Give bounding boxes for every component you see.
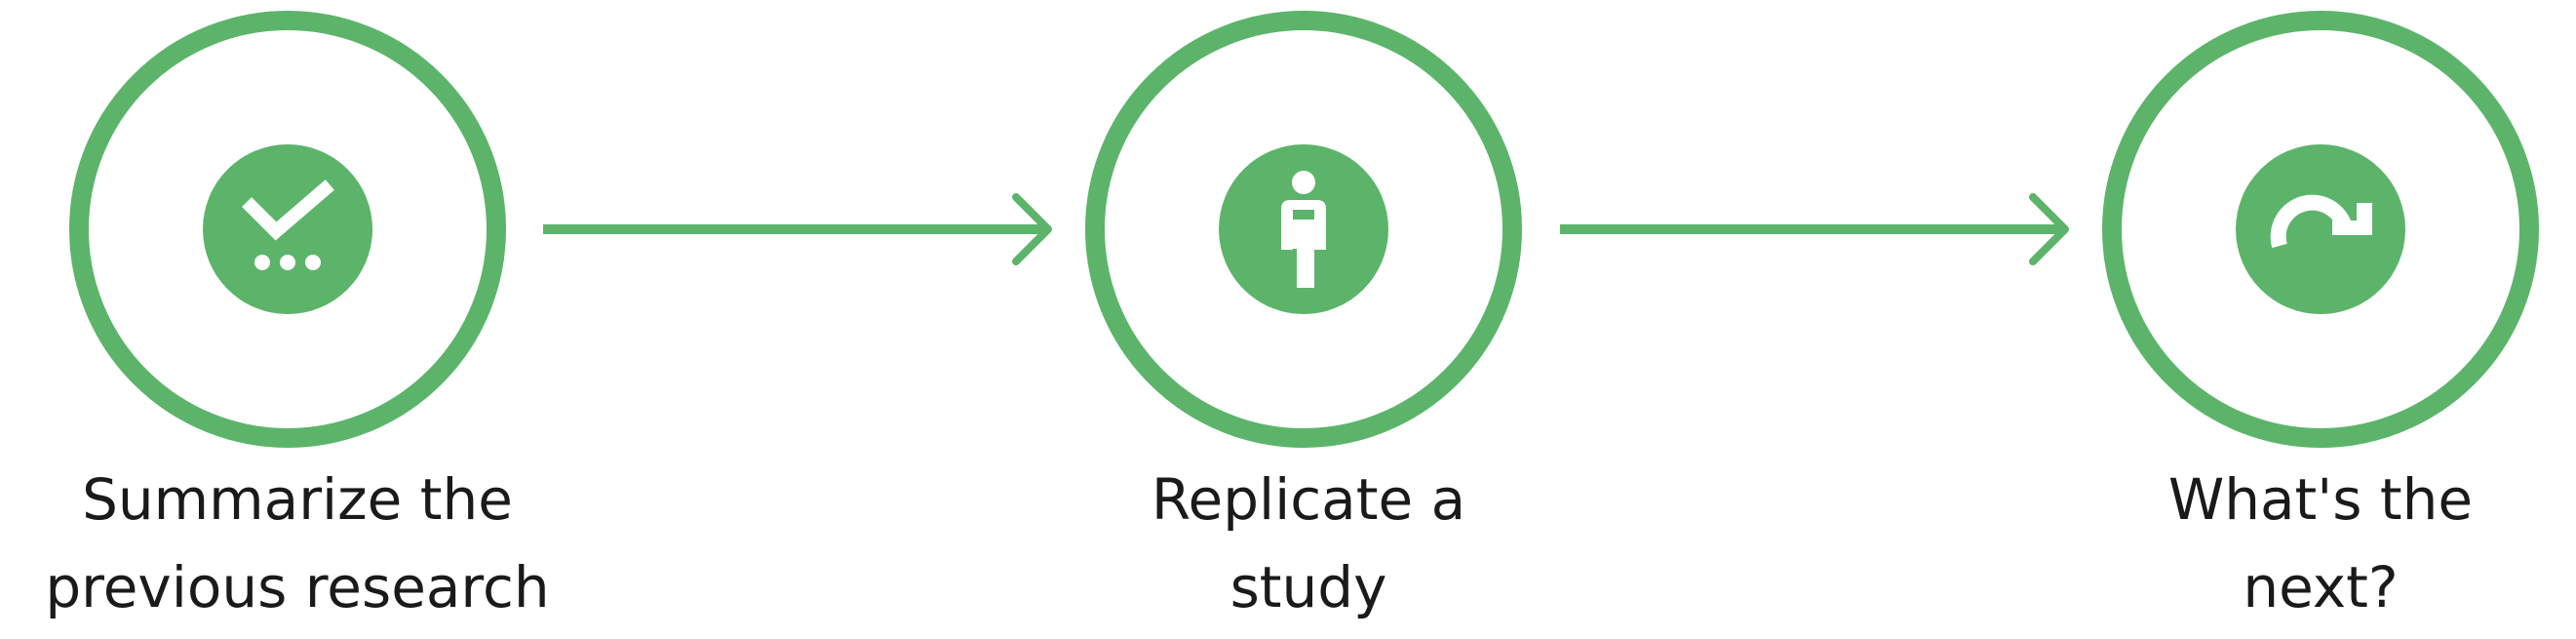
connector-arrow-1 <box>543 193 1052 265</box>
connector-arrow-2 <box>1560 193 2069 265</box>
step-3-outer-ring <box>2102 11 2539 448</box>
step-3-label-line-1: What's the <box>2167 466 2474 533</box>
step-3-label-line-2: next? <box>2243 554 2399 620</box>
step-1-outer-ring <box>69 11 506 448</box>
checkmark-dots-icon <box>242 180 334 270</box>
step-1-label-line-2: previous research <box>45 554 550 620</box>
person-info-icon <box>1281 171 1326 288</box>
step-2-node <box>1085 11 1522 448</box>
step-2-label-line-2: study <box>1229 554 1387 620</box>
step-2-outer-ring <box>1085 11 1522 448</box>
step-1-label-line-1: Summarize the <box>82 466 513 533</box>
step-2-label: Replicate a study <box>967 456 1650 631</box>
step-2-label-line-1: Replicate a <box>1151 466 1466 533</box>
step-1-label: Summarize the previous research <box>0 456 639 631</box>
step-3-icon-disc <box>2236 144 2405 314</box>
step-3-label: What's the next? <box>1979 456 2576 631</box>
step-1-node <box>69 11 506 448</box>
step-3-node <box>2102 11 2539 448</box>
redo-arrow-icon <box>2270 194 2372 249</box>
